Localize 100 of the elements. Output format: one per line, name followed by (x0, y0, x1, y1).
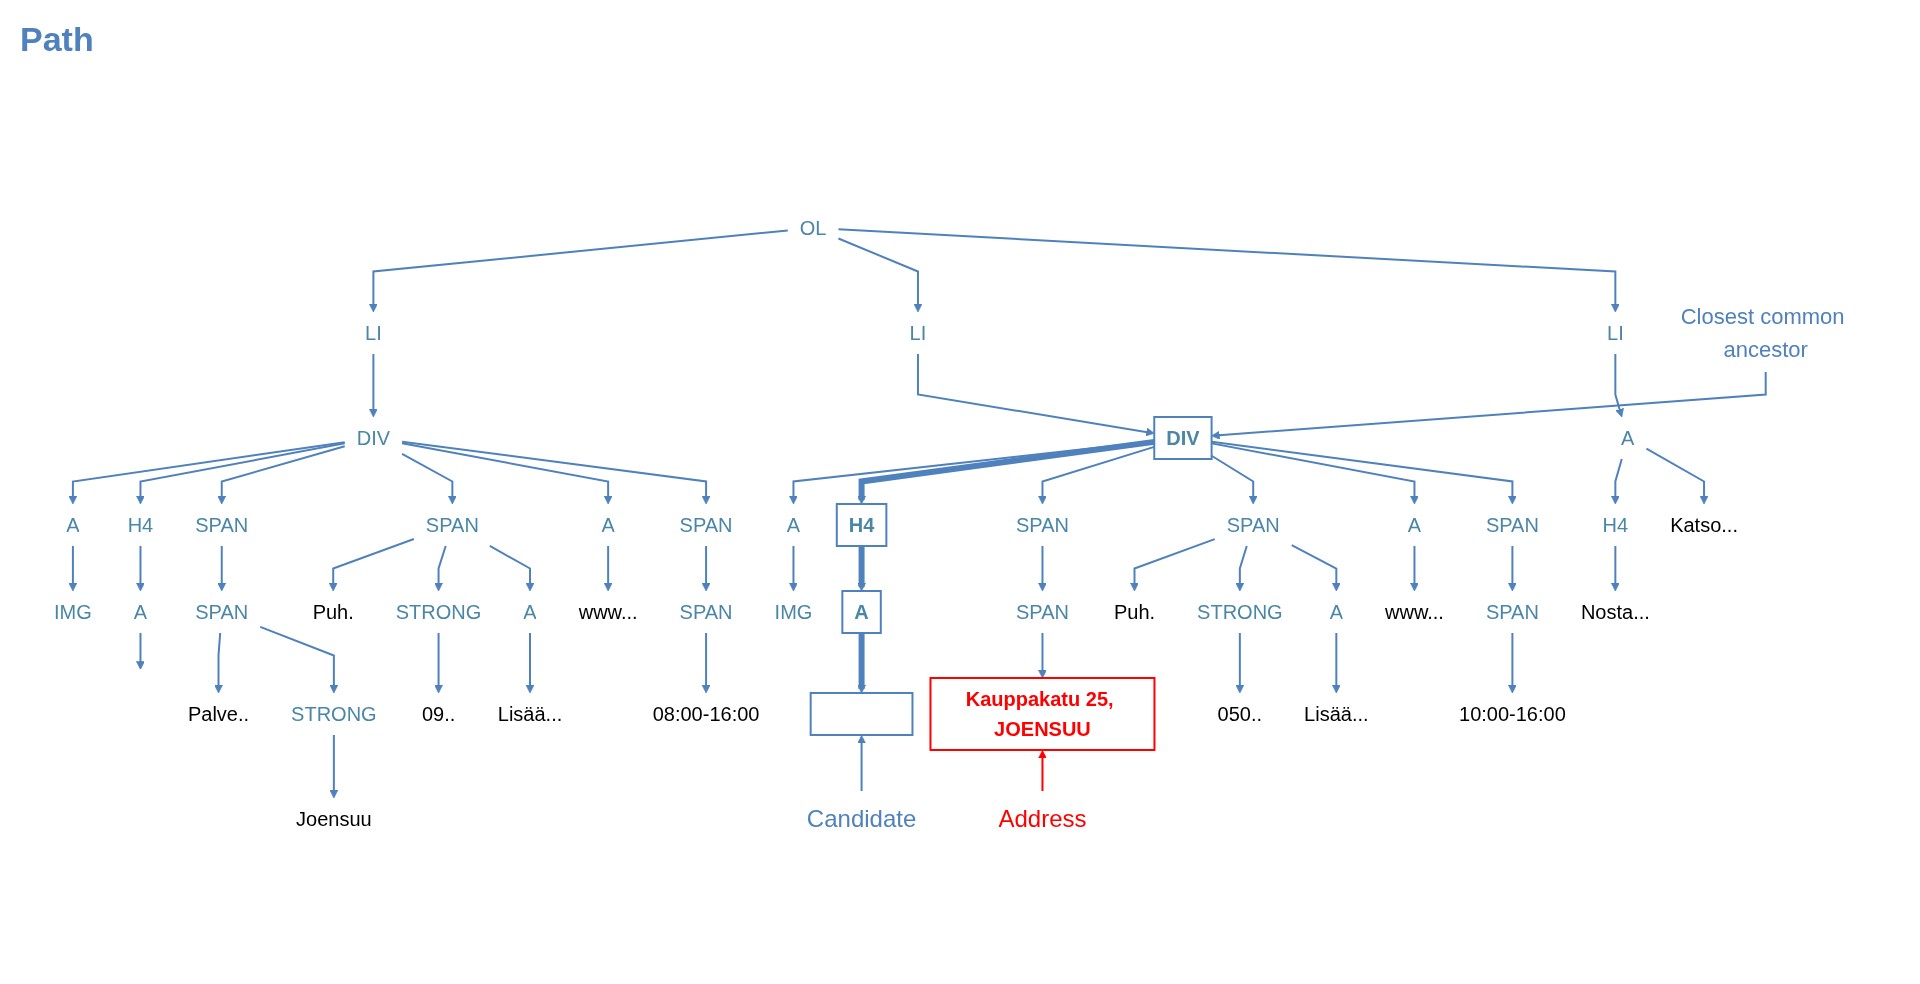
arrow (401, 442, 613, 505)
node-text: A (1407, 513, 1422, 536)
node-text: SPAN (195, 600, 249, 623)
arrow (328, 538, 415, 592)
arrow (857, 438, 1155, 505)
arrow (701, 545, 711, 592)
arrow (1508, 632, 1517, 694)
arrow (917, 353, 1155, 437)
node-text: Lisää... (1304, 702, 1369, 725)
node-text: Puh. (1114, 600, 1156, 623)
node-text: 08:00-16:00 (652, 702, 760, 725)
arrow (603, 545, 613, 592)
arrow (1211, 371, 1767, 440)
node-text: A (1621, 426, 1635, 449)
arrow (1210, 454, 1258, 505)
arrow (369, 229, 789, 313)
arrow (217, 445, 346, 505)
node-text: 10:00-16:00 (1459, 702, 1566, 725)
node-text: STRONG (395, 600, 482, 623)
node-text: Address (998, 804, 1087, 832)
arrow (525, 632, 535, 694)
node-text: Candidate (807, 804, 917, 832)
node-text: SPAN (679, 513, 733, 536)
node-text: SPAN (1226, 513, 1280, 536)
node-text: Puh. (312, 600, 354, 623)
arrow (1290, 544, 1341, 592)
arrow (434, 545, 447, 592)
arrow (789, 545, 798, 592)
node-text: 050.. (1217, 702, 1263, 725)
node-text: www... (578, 600, 638, 623)
arrow (1038, 545, 1047, 592)
arrow (1130, 538, 1216, 592)
node-text: Palve.. (188, 702, 250, 725)
arrow (136, 632, 145, 670)
path-label: Path (20, 20, 94, 59)
node-text: H4 (127, 513, 154, 536)
node-box (809, 692, 914, 736)
arrow (489, 545, 535, 592)
node-text: A (523, 600, 537, 623)
arrow (1038, 750, 1047, 792)
arrow (837, 228, 1620, 313)
node-text: DIV (356, 426, 391, 449)
arrow (1645, 447, 1709, 505)
node-text: A (66, 513, 80, 536)
arrow (401, 440, 711, 505)
node-text: STRONG (1197, 600, 1283, 623)
arrow (1508, 545, 1517, 592)
node-text: A (1329, 600, 1344, 623)
arrow (1235, 632, 1245, 694)
arrow (857, 735, 867, 792)
node-text: A (133, 600, 148, 623)
arrow (1332, 632, 1341, 694)
node-text: IMG (54, 600, 92, 623)
node-text: Nosta... (1581, 600, 1650, 623)
arrow (369, 353, 378, 418)
node-text: A (601, 513, 615, 536)
node-text: Closest common ancestor (1680, 304, 1845, 362)
node-text: LI (909, 322, 927, 344)
arrow (1235, 545, 1248, 592)
node-text: LI (1607, 322, 1624, 344)
arrow (1611, 545, 1620, 592)
node-text: SPAN (679, 600, 733, 623)
node-text: SPAN (1016, 513, 1070, 536)
arrow (259, 625, 339, 694)
node-text: SPAN (1486, 600, 1540, 623)
arrow (857, 633, 867, 694)
arrow (217, 545, 227, 592)
node-text: www... (1385, 600, 1445, 623)
arrow (68, 545, 78, 592)
node-text: IMG (774, 600, 813, 623)
arrow (837, 237, 923, 313)
node-text: SPAN (1016, 600, 1070, 623)
node-text: SPAN (195, 513, 249, 536)
node-text: A (786, 513, 801, 536)
node-text: Katso... (1670, 513, 1739, 536)
node-box: DIV (1153, 416, 1213, 460)
arrow (136, 545, 145, 592)
node-text: LI (365, 322, 382, 344)
node-text: STRONG (291, 702, 377, 725)
arrow (214, 632, 224, 694)
node-text: OL (799, 217, 827, 239)
node-box: A (841, 590, 882, 634)
arrow (434, 632, 444, 694)
node-text: SPAN (426, 513, 479, 536)
node-text: SPAN (1486, 513, 1540, 536)
node-box: Kauppakatu 25, JOENSUU (929, 677, 1156, 751)
arrow (401, 452, 457, 505)
arrow (1410, 545, 1419, 592)
arrow (68, 441, 346, 505)
node-text: 09.. (422, 702, 456, 725)
arrow (1614, 353, 1624, 418)
arrow (136, 442, 346, 505)
node-box: H4 (835, 503, 888, 547)
node-text: Joensuu (296, 807, 372, 830)
arrow (1611, 458, 1623, 505)
node-text: H4 (1602, 513, 1629, 536)
arrow (329, 734, 339, 799)
arrow (1038, 632, 1047, 679)
arrow (857, 546, 867, 592)
node-text: Lisää... (497, 702, 563, 725)
